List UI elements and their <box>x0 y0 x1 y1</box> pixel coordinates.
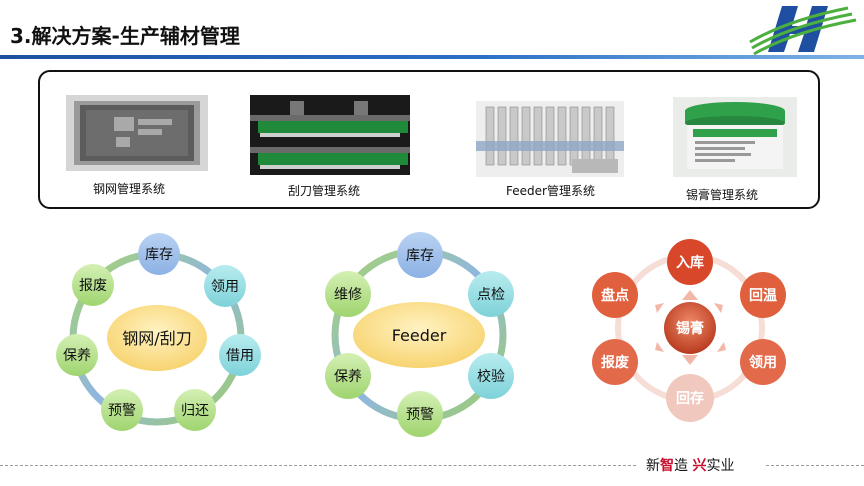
slogan-part: 实业 <box>706 458 735 474</box>
flow-node-label: 报废 <box>601 354 629 371</box>
flow-node <box>740 339 786 385</box>
node-label: 校验 <box>477 368 505 385</box>
stencil-photo <box>66 95 208 171</box>
cycle-center-label: 钢网/刮刀 <box>122 329 191 348</box>
cycle-node <box>174 389 216 431</box>
cycle-node <box>397 232 443 278</box>
cycle-node <box>468 353 514 399</box>
node-label: 保养 <box>63 348 91 364</box>
cycle-node <box>72 264 114 306</box>
flow-node-label: 入库 <box>676 254 704 271</box>
slogan-part: 新 <box>646 458 660 474</box>
system-caption: Feeder管理系统 <box>506 184 595 198</box>
flow-node <box>667 239 713 285</box>
cycle-node <box>204 265 246 307</box>
title-underline <box>0 55 864 59</box>
flow-node <box>592 339 638 385</box>
cycle-center-label: Feeder <box>392 326 447 345</box>
flow-node-label: 领用 <box>749 354 777 371</box>
cycle-center <box>107 305 207 371</box>
flow-center <box>664 302 716 354</box>
node-label: 领用 <box>211 279 239 295</box>
squeegee-photo <box>250 95 410 175</box>
node-label: 保养 <box>334 369 362 385</box>
footer-rule-right <box>766 465 864 466</box>
node-label: 借用 <box>226 348 254 364</box>
flow-node-label: 回存 <box>676 390 704 407</box>
slogan-part: 智 <box>660 458 674 474</box>
stencil-squeegee-cycle: 钢网/刮刀 库存 领用 借用 归还 预警 保养 报废 <box>56 233 261 431</box>
flow-node <box>666 374 714 422</box>
footer-slogan: 新智造 兴实业 <box>646 455 734 475</box>
cycle-node <box>468 271 514 317</box>
node-label: 报废 <box>79 278 107 294</box>
feeder-photo <box>476 101 624 177</box>
system-caption: 锡膏管理系统 <box>686 188 759 202</box>
cycle-center <box>353 302 485 368</box>
node-label: 维修 <box>334 287 362 303</box>
node-label: 库存 <box>406 248 434 264</box>
system-caption: 钢网管理系统 <box>93 182 166 196</box>
cycle-node <box>101 389 143 431</box>
cycle-node <box>325 353 371 399</box>
footer-rule-left <box>0 465 636 466</box>
flow-node-label: 盘点 <box>601 287 629 304</box>
solder-paste-photo <box>673 97 797 177</box>
page-title: 3.解决方案-生产辅材管理 <box>10 24 240 48</box>
flow-center-label: 锡膏 <box>676 320 704 337</box>
company-logo <box>749 6 857 56</box>
management-cycles: 钢网/刮刀 库存 领用 借用 归还 预警 保养 报废 Feeder 库存 点检 … <box>56 232 786 437</box>
node-label: 预警 <box>406 407 434 423</box>
solder-paste-flow: 锡膏 入库 回温 领用 回存 报废 盘点 <box>592 239 786 422</box>
feeder-cycle: Feeder 库存 点检 校验 预警 保养 维修 <box>325 232 514 437</box>
flow-node <box>740 272 786 318</box>
flow-node <box>592 272 638 318</box>
node-label: 预警 <box>108 403 136 419</box>
node-label: 归还 <box>181 402 209 419</box>
slogan-part: 造 <box>674 458 688 474</box>
flow-node-label: 回温 <box>749 288 777 304</box>
node-label: 库存 <box>145 247 173 263</box>
cycle-node <box>56 334 98 376</box>
cycle-node <box>219 334 261 376</box>
system-caption: 刮刀管理系统 <box>288 184 361 198</box>
cycle-node <box>138 233 180 275</box>
slogan-part: 兴 <box>692 458 707 474</box>
flow-arrows <box>655 290 726 365</box>
cycle-node <box>397 391 443 437</box>
cycle-node <box>325 271 371 317</box>
node-label: 点检 <box>477 287 505 303</box>
